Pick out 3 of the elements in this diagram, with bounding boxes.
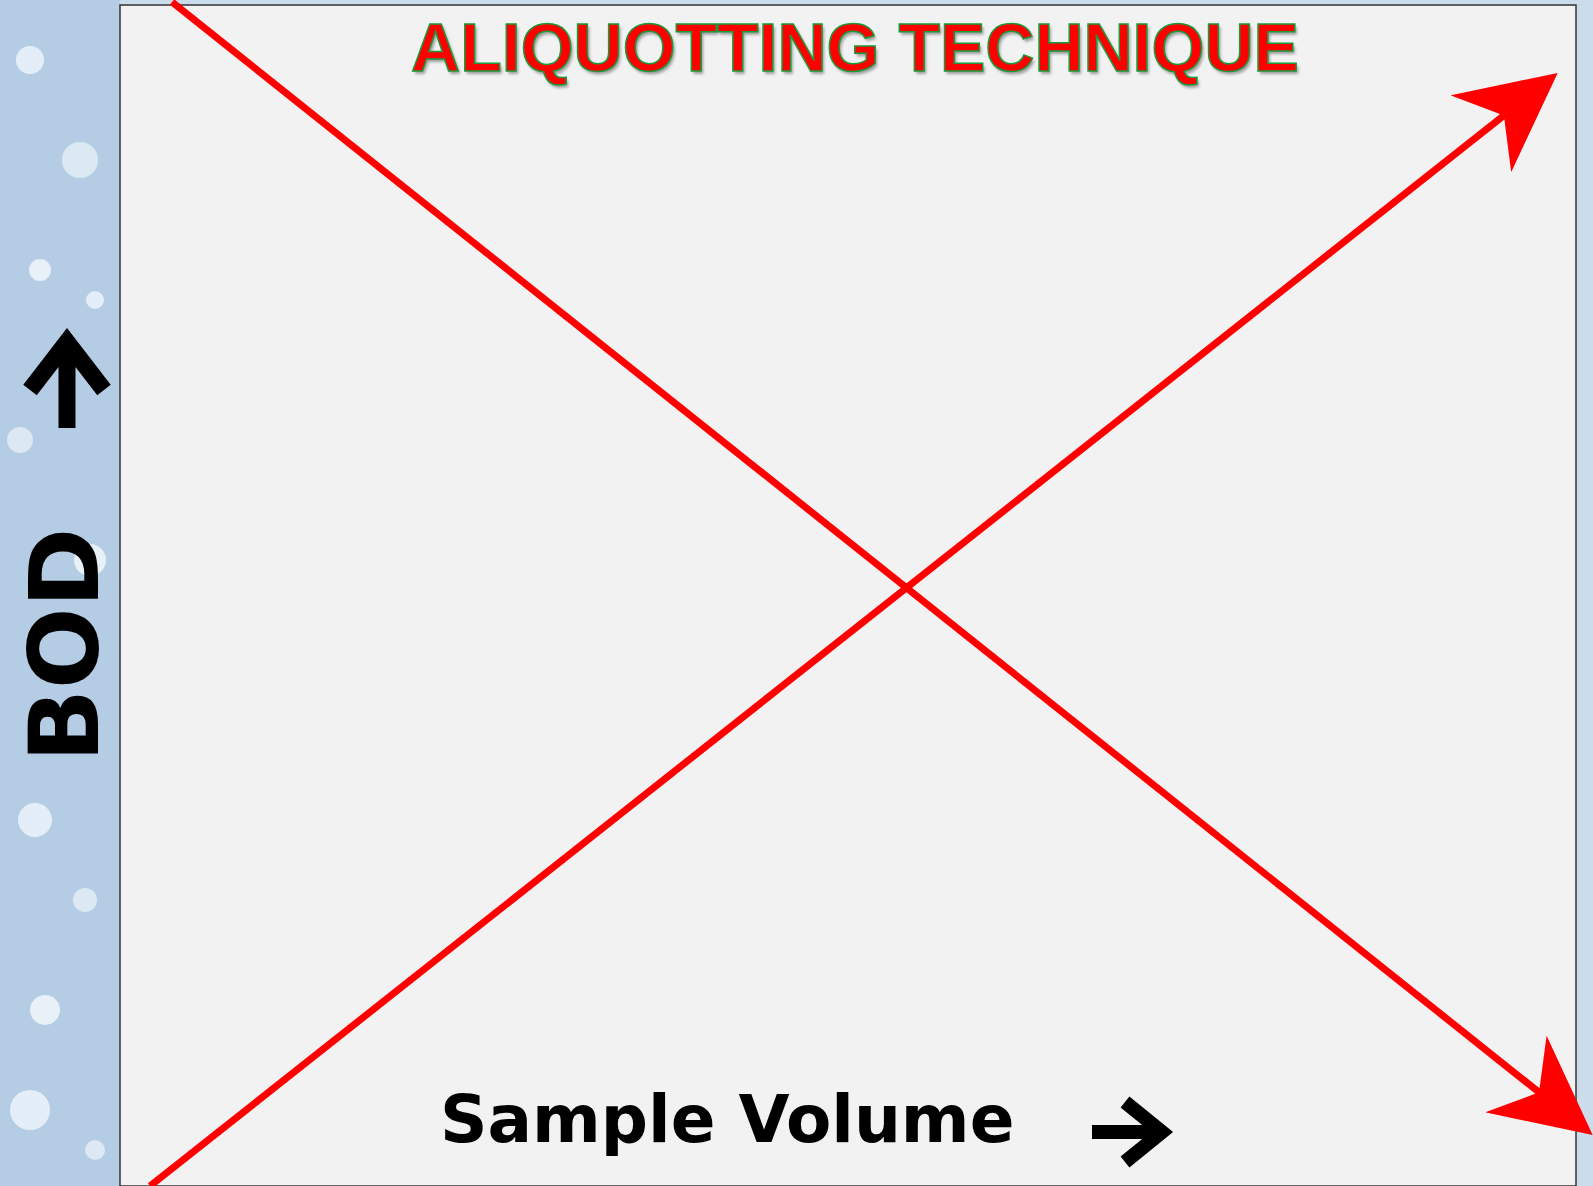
axis-label: Sample Volume — [440, 1080, 1015, 1160]
title: ALIQUOTTING TECHNIQUE — [410, 8, 1300, 86]
axis-label: BOD — [10, 526, 120, 765]
